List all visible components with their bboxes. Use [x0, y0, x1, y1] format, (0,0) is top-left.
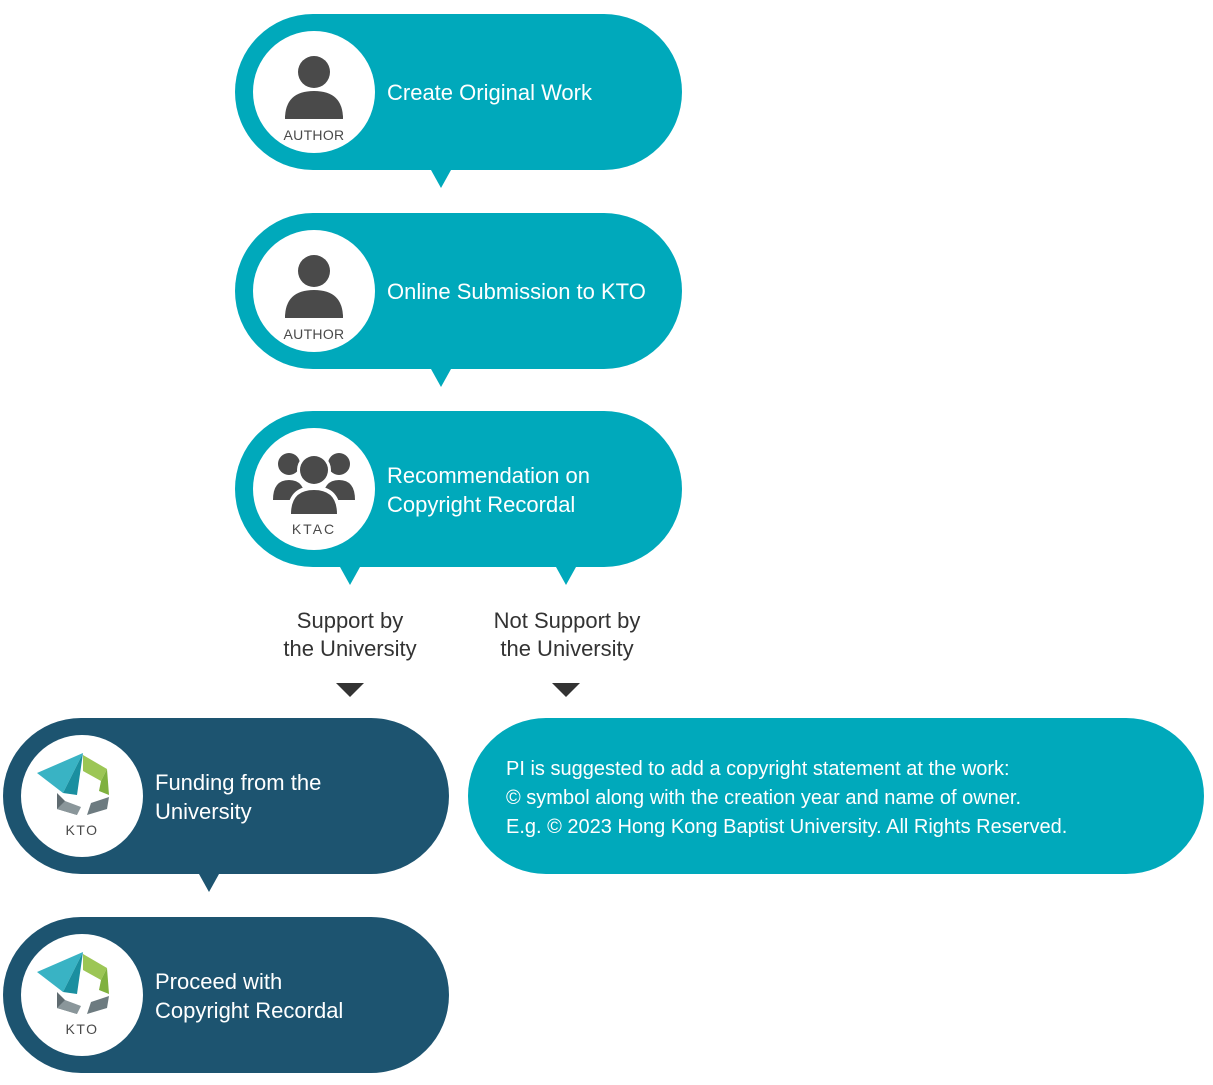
step-proceed-recordal: KTO Proceed with Copyright Recordal	[3, 917, 449, 1073]
branch-arrow-support	[336, 683, 364, 697]
kto-badge: KTO	[21, 934, 143, 1056]
kto-badge: KTO	[21, 735, 143, 857]
note-line-2: © symbol along with the creation year an…	[506, 787, 1022, 809]
flow-arrow	[431, 170, 451, 188]
actor-label: KTO	[65, 822, 99, 838]
person-icon	[285, 56, 343, 119]
step-text: Create Original Work	[387, 80, 592, 105]
person-icon	[285, 255, 343, 318]
ktac-badge: KTAC	[253, 428, 375, 550]
kto-logo-icon	[37, 952, 109, 1014]
group-icon	[273, 453, 355, 516]
branch-arrow-not-support	[552, 683, 580, 697]
branch-label-support: Support by the University	[283, 608, 417, 661]
author-badge: AUTHOR	[253, 230, 375, 352]
step-text: Proceed with Copyright Recordal	[155, 969, 344, 1023]
actor-label: AUTHOR	[283, 127, 345, 143]
flow-arrow-support	[340, 567, 360, 585]
flow-arrow-not-support	[556, 567, 576, 585]
note-line-1: PI is suggested to add a copyright state…	[506, 758, 1010, 780]
actor-label: KTAC	[291, 521, 337, 537]
kto-logo-icon	[37, 753, 109, 815]
branch-label-not-support: Not Support by the University	[493, 608, 641, 661]
note-text: PI is suggested to add a copyright state…	[506, 755, 1186, 842]
author-badge: AUTHOR	[253, 31, 375, 153]
actor-label: KTO	[65, 1021, 99, 1037]
copyright-statement-note: PI is suggested to add a copyright state…	[468, 718, 1204, 874]
step-recommendation: KTAC Recommendation on Copyright Recorda…	[235, 411, 682, 567]
note-line-3: E.g. © 2023 Hong Kong Baptist University…	[506, 816, 1068, 838]
flow-arrow	[431, 369, 451, 387]
step-text: Online Submission to KTO	[387, 279, 646, 304]
flow-arrow	[199, 874, 219, 892]
step-online-submission: AUTHOR Online Submission to KTO	[235, 213, 682, 369]
step-funding: KTO Funding from the University	[3, 718, 449, 874]
step-text: Funding from the University	[155, 770, 322, 824]
step-text: Recommendation on Copyright Recordal	[387, 463, 591, 517]
actor-label: AUTHOR	[283, 326, 345, 342]
step-create-original-work: AUTHOR Create Original Work	[235, 14, 682, 170]
